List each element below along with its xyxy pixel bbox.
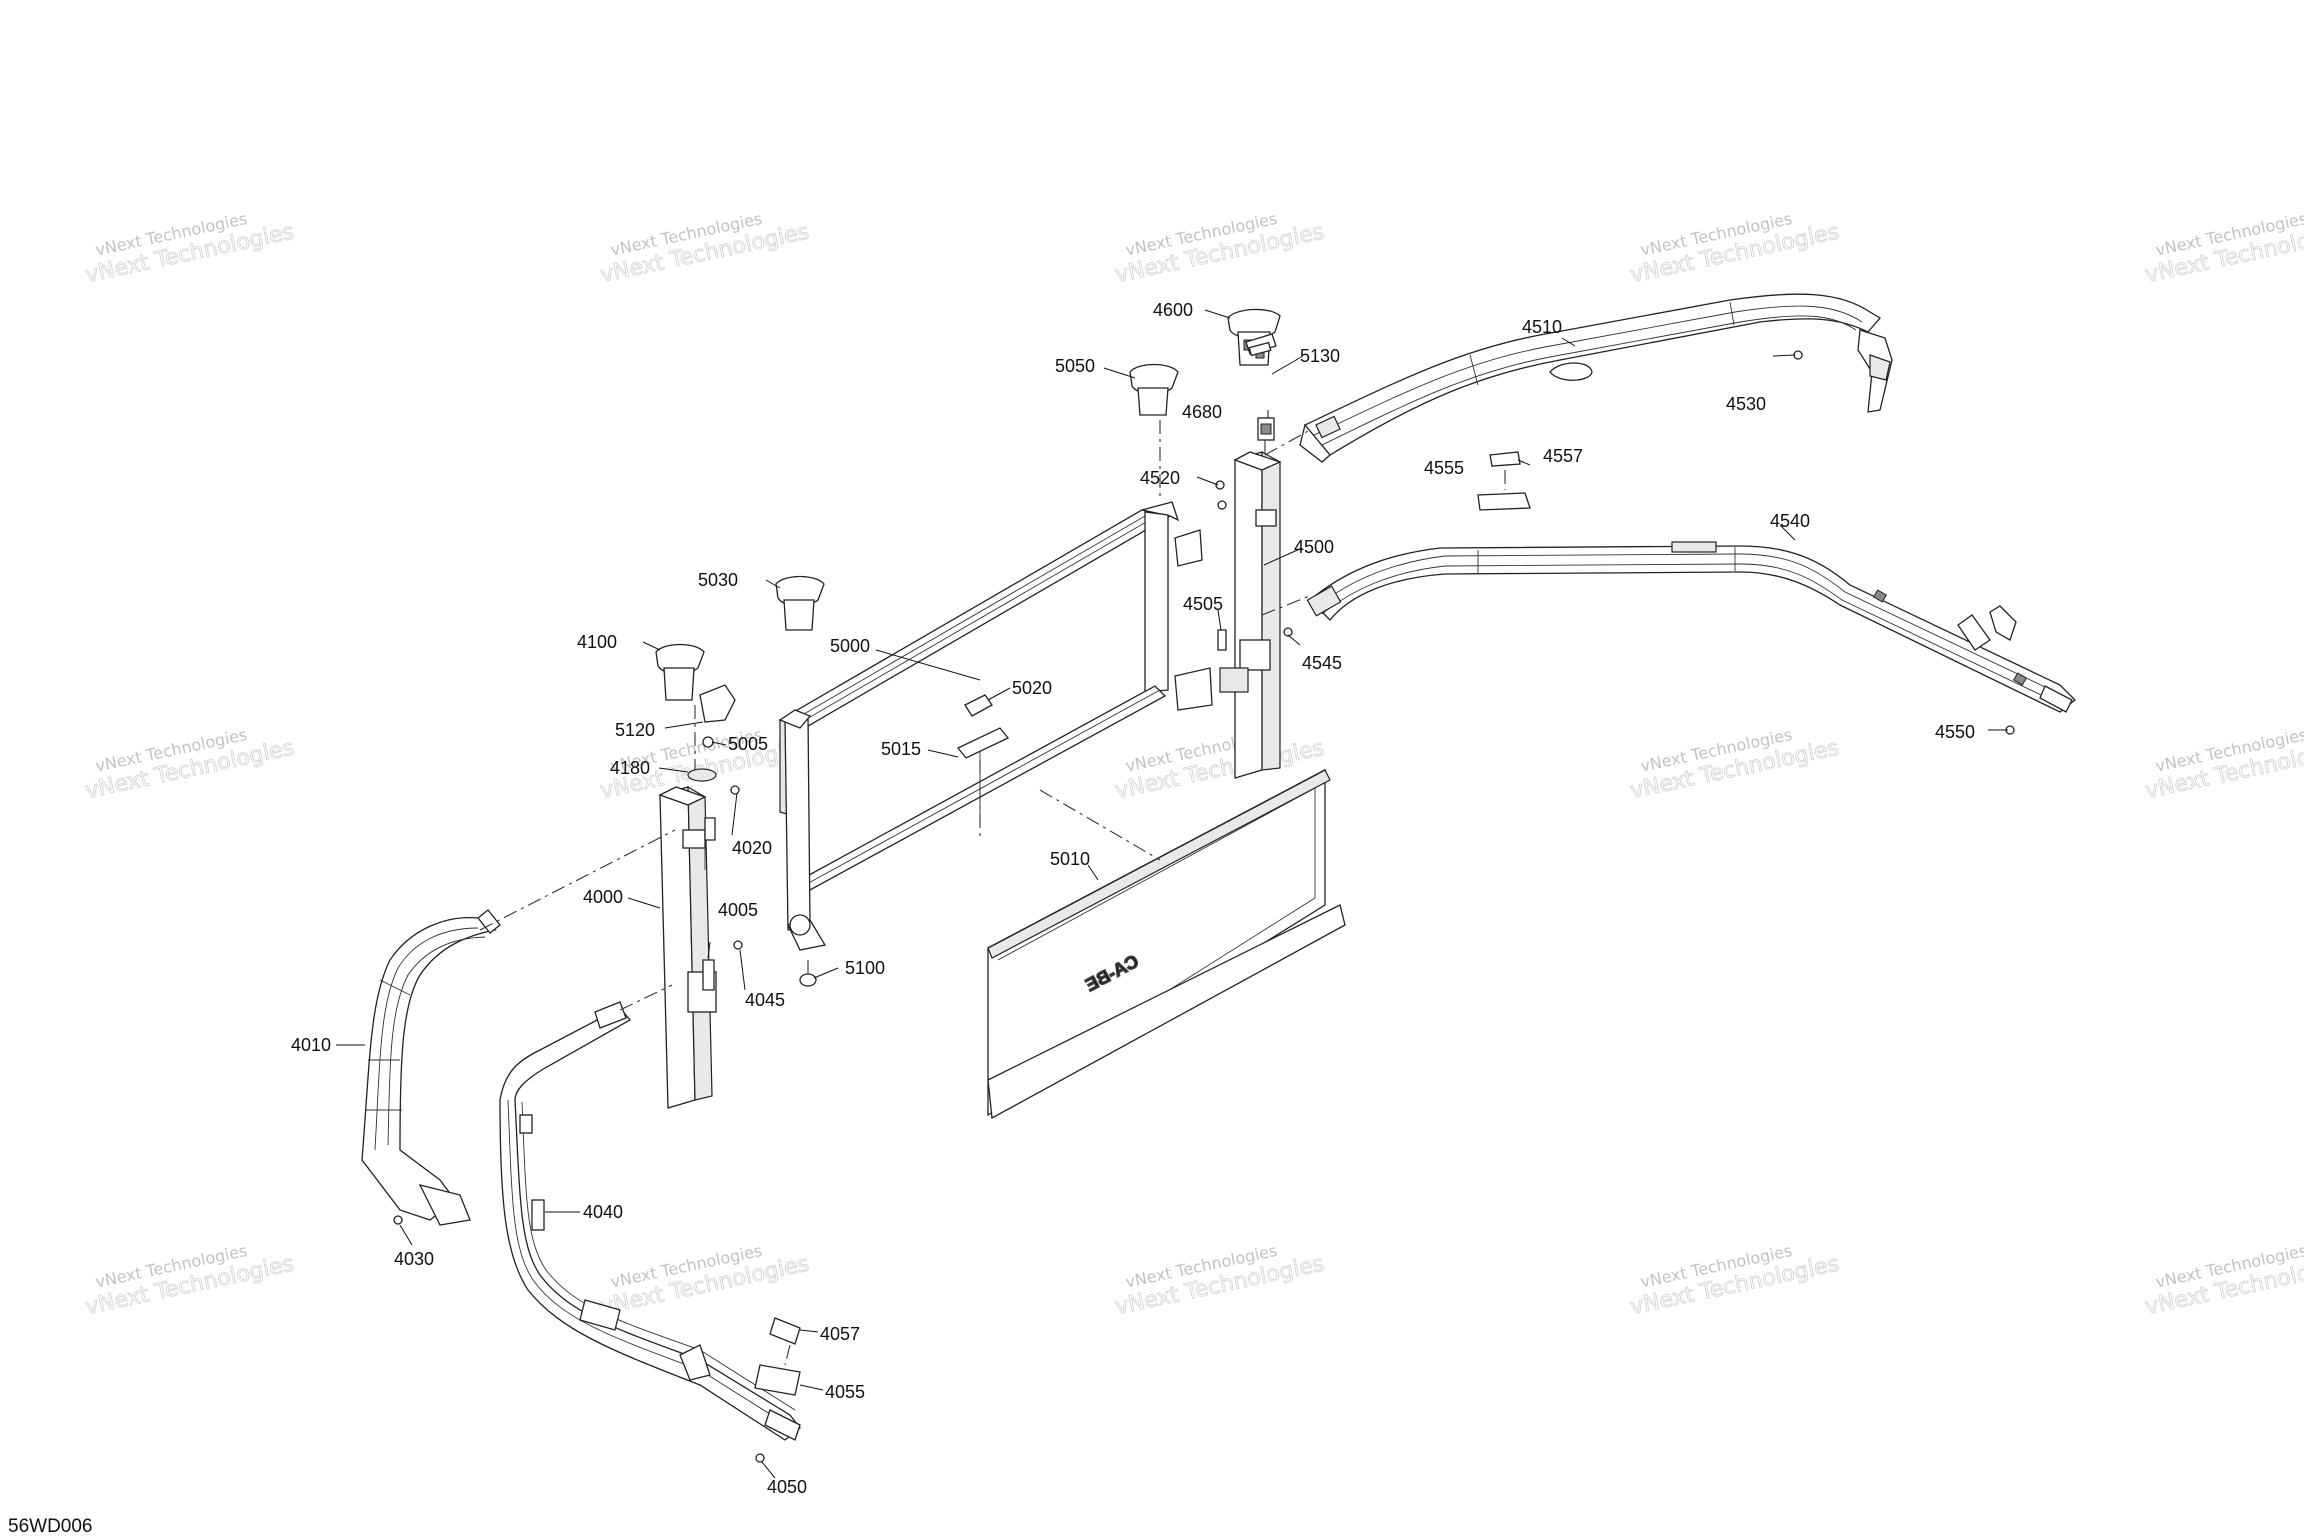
panel-5010-drawing: CA-BE	[987, 768, 1346, 1120]
part-label-4050: 4050	[767, 1477, 807, 1497]
rail-4040-drawing	[499, 1001, 801, 1441]
part-label-5120: 5120	[615, 720, 655, 740]
leader-lines	[336, 309, 2008, 1479]
post-4000-drawing	[658, 785, 717, 1109]
part-label-4005: 4005	[718, 900, 758, 920]
part-label-4680: 4680	[1182, 402, 1222, 422]
part-label-5010: 5010	[1050, 849, 1090, 869]
part-label-4180: 4180	[610, 758, 650, 778]
part-label-5130: 5130	[1300, 346, 1340, 366]
part-label-4040: 4040	[583, 1202, 623, 1222]
part-label-4550: 4550	[1935, 722, 1975, 742]
part-label-4540: 4540	[1770, 511, 1810, 531]
rail-4510-drawing	[1299, 293, 1893, 463]
post-4500-drawing	[1219, 450, 1282, 779]
part-label-5015: 5015	[881, 739, 921, 759]
part-label-5100: 5100	[845, 958, 885, 978]
part-label-5005: 5005	[728, 734, 768, 754]
part-label-4600: 4600	[1153, 300, 1193, 320]
part-label-4057: 4057	[820, 1324, 860, 1344]
part-label-4520: 4520	[1140, 468, 1180, 488]
part-label-4020: 4020	[732, 838, 772, 858]
part-label-4030: 4030	[394, 1249, 434, 1269]
part-label-4555: 4555	[1424, 458, 1464, 478]
part-label-5050: 5050	[1055, 356, 1095, 376]
part-label-4010: 4010	[291, 1035, 331, 1055]
part-label-4500: 4500	[1294, 537, 1334, 557]
part-label-5000: 5000	[830, 636, 870, 656]
part-label-4505: 4505	[1183, 594, 1223, 614]
diagram-code: 56WD006	[8, 1516, 93, 1536]
part-label-4557: 4557	[1543, 446, 1583, 466]
part-label-4000: 4000	[583, 887, 623, 907]
frame-5000-drawing	[778, 501, 1213, 951]
part-labels: 4600 5130 5050 4680 4510 4530 4520 4555 …	[291, 300, 1975, 1497]
part-label-4545: 4545	[1302, 653, 1342, 673]
part-label-4510: 4510	[1522, 317, 1562, 337]
small-parts-drawing	[393, 308, 2015, 1463]
rail-4540-drawing	[1306, 541, 2076, 713]
rail-4010-drawing	[361, 909, 501, 1226]
part-label-5020: 5020	[1012, 678, 1052, 698]
part-label-4045: 4045	[745, 990, 785, 1010]
part-label-4055: 4055	[825, 1382, 865, 1402]
part-label-4100: 4100	[577, 632, 617, 652]
assembly-lines	[479, 420, 1506, 1366]
part-label-5030: 5030	[698, 570, 738, 590]
part-label-4530: 4530	[1726, 394, 1766, 414]
